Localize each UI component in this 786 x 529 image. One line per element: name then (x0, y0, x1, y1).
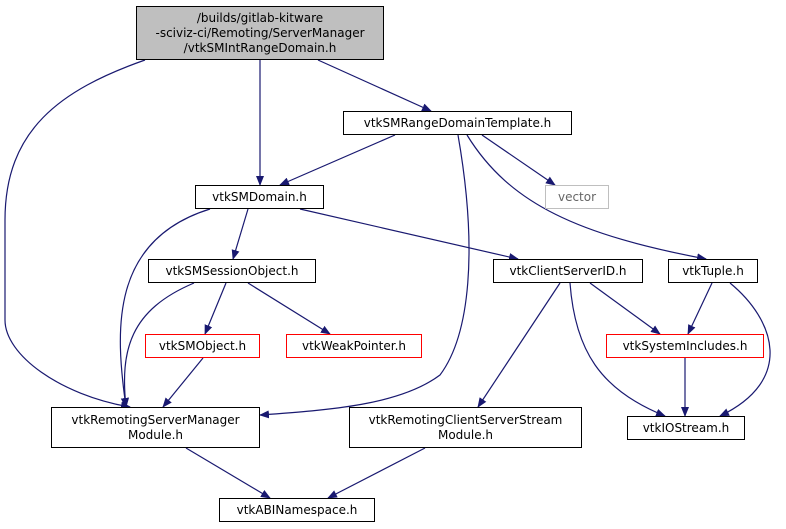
edge-clientserverid-to-iostream (569, 282, 666, 417)
edge-rangetemplate-to-smmodule (259, 134, 470, 419)
edge-tuple-to-iostream (719, 282, 771, 417)
edge-root-to-smmodule (4, 59, 146, 410)
edge-sessionobject-to-weakpointer (247, 282, 331, 335)
edge-csstream-to-abinamespace (327, 447, 426, 499)
edge-rangetemplate-to-vector (481, 134, 556, 186)
node-label-line: -sciviz-ci/Remoting/ServerManager (155, 25, 365, 40)
edge-tuple-to-systemincludes (687, 282, 713, 335)
node-label-line: vtkSystemIncludes.h (622, 338, 748, 353)
edge-domain-to-sessionobject (231, 208, 249, 260)
node-label-line: vtkSMObject.h (158, 338, 247, 353)
node-label-line: vector (557, 189, 597, 204)
node-vtkABINamespace[interactable]: vtkABINamespace.h (219, 498, 375, 522)
node-vector[interactable]: vector (545, 185, 609, 209)
edge-root-to-rangetemplate (317, 59, 432, 112)
node-vtkClientServerID[interactable]: vtkClientServerID.h (493, 259, 643, 283)
node-label-line: vtkWeakPointer.h (301, 338, 407, 353)
edge-clientserverid-to-systemincludes (589, 282, 661, 335)
node-label-line: Module.h (437, 427, 494, 442)
node-label-line: vtkSMRangeDomainTemplate.h (363, 115, 552, 130)
node-label-line: vtkSMSessionObject.h (165, 263, 299, 278)
edge-rangetemplate-to-tuple (466, 134, 707, 262)
edge-sessionobject-to-smobject (204, 282, 227, 335)
node-label-line: vtkABINamespace.h (236, 502, 358, 517)
edge-smmodule-to-abinamespace (185, 447, 271, 499)
edge-clientserverid-to-csstream (477, 282, 561, 408)
node-label-line: vtkRemotingClientServerStream (368, 412, 563, 427)
edge-smobject-to-smmodule (162, 357, 204, 408)
node-vtkSMDomain[interactable]: vtkSMDomain.h (195, 185, 324, 209)
edge-sessionobject-to-smmodule (121, 282, 195, 408)
node-label-line: vtkIOStream.h (642, 420, 730, 435)
node-vtkSMObject[interactable]: vtkSMObject.h (145, 334, 260, 358)
edge-rangetemplate-to-domain (279, 134, 396, 186)
node-label-line: vtkSMDomain.h (212, 189, 307, 204)
edge-domain-to-clientserverid (299, 208, 519, 261)
node-vtkTuple[interactable]: vtkTuple.h (668, 259, 758, 283)
edge-domain-to-smmodule (119, 208, 211, 408)
node-root-vtkSMIntRangeDomain[interactable]: /builds/gitlab-kitware-sciviz-ci/Remotin… (136, 6, 384, 60)
node-vtkSystemIncludes[interactable]: vtkSystemIncludes.h (606, 334, 764, 358)
node-label-line: Module.h (127, 427, 184, 442)
node-vtkIOStream[interactable]: vtkIOStream.h (627, 416, 745, 440)
node-label-line: vtkRemotingServerManager (71, 412, 240, 427)
node-label-line: vtkClientServerID.h (509, 263, 627, 278)
node-label-line: /builds/gitlab-kitware (196, 10, 324, 25)
node-vtkSMRangeDomainTemplate[interactable]: vtkSMRangeDomainTemplate.h (343, 111, 572, 135)
node-vtkWeakPointer[interactable]: vtkWeakPointer.h (286, 334, 422, 358)
node-label-line: /vtkSMIntRangeDomain.h (183, 40, 337, 55)
node-vtkSMSessionObject[interactable]: vtkSMSessionObject.h (148, 259, 316, 283)
node-label-line: vtkTuple.h (682, 263, 744, 278)
